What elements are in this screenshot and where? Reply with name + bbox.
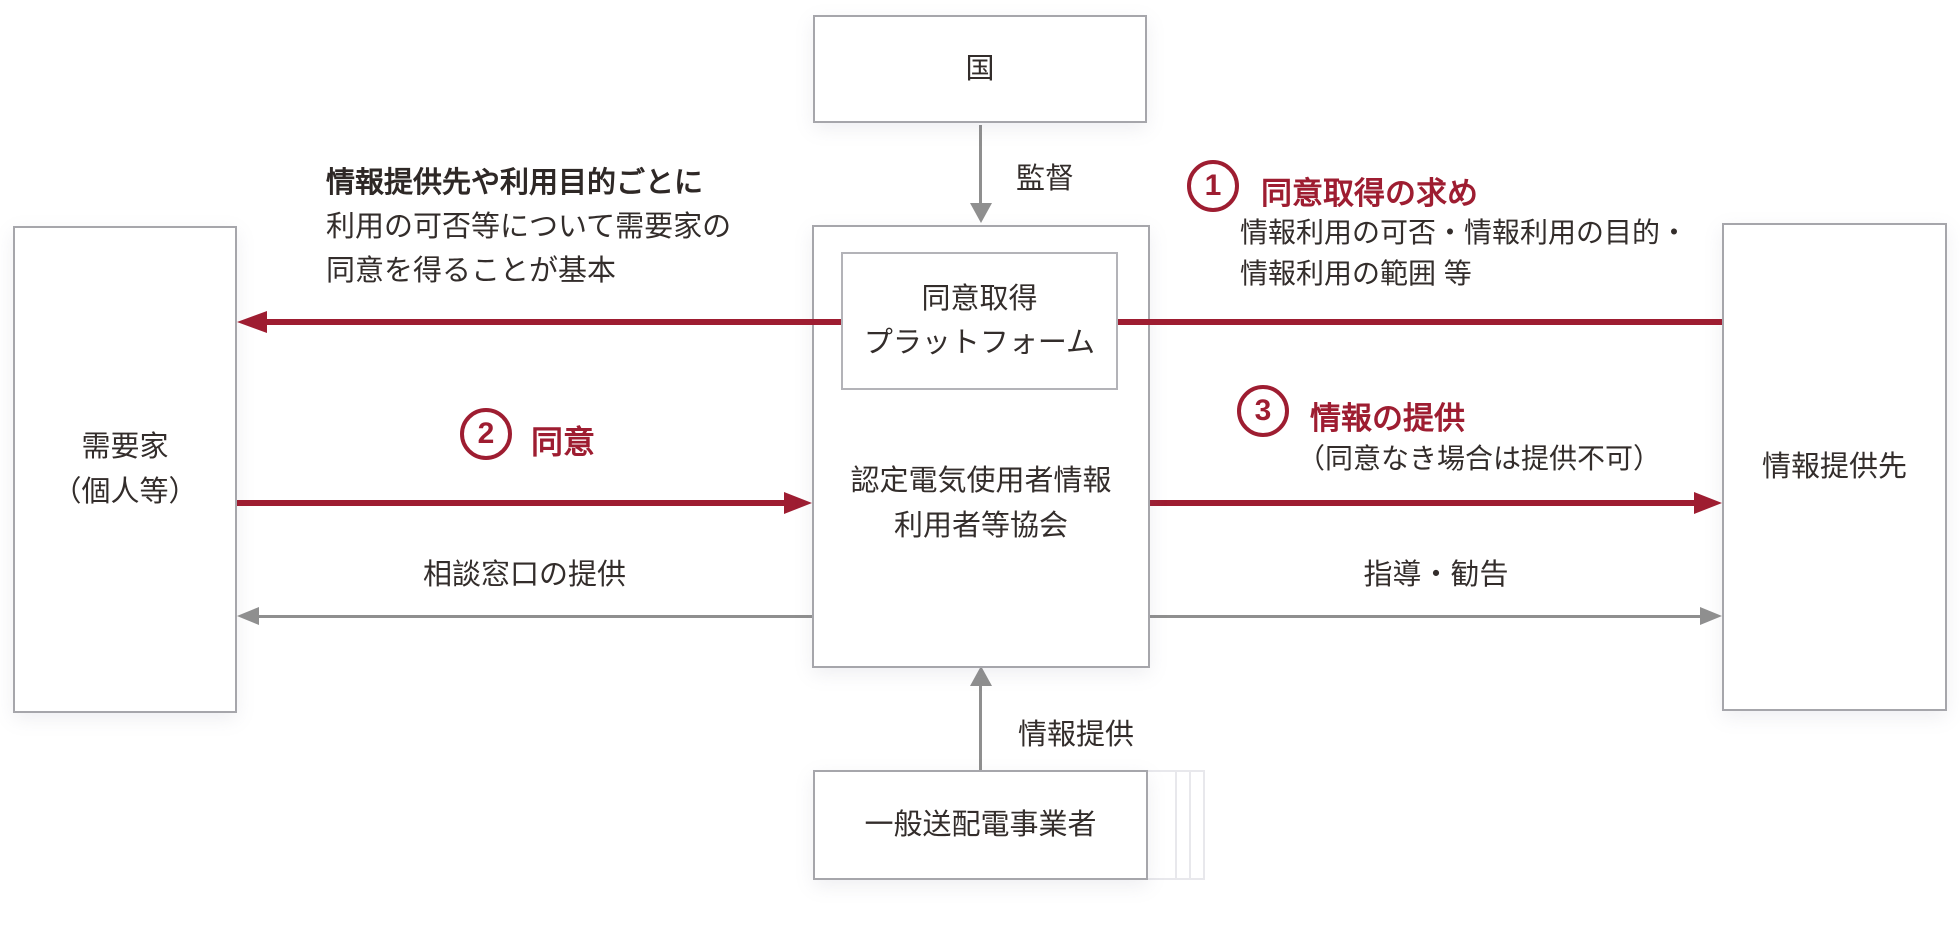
platform-box: 同意取得 プラットフォーム	[841, 252, 1118, 390]
step3-number: 3	[1254, 394, 1272, 427]
supervision-label: 監督	[1016, 163, 1075, 195]
step3-title: 情報の提供	[1310, 401, 1465, 436]
platform-label-line1: 同意取得	[921, 283, 1038, 315]
step1-number-badge: 1	[1187, 160, 1239, 212]
association-name-line2: 利用者等協会	[893, 510, 1068, 542]
arrow-right-icon	[784, 492, 812, 514]
consumer-label-line1: 需要家	[81, 430, 169, 463]
consultation-label: 相談窓口の提供	[422, 559, 626, 591]
arrow-left-icon	[237, 607, 259, 625]
step1-title: 同意取得の求め	[1261, 176, 1478, 211]
supervision-arrow-line	[979, 125, 982, 205]
government-label: 国	[965, 52, 995, 85]
step2-title: 同意	[531, 424, 596, 460]
step2-number: 2	[477, 417, 495, 450]
step1-detail-line1: 情報利用の可否・情報利用の目的・	[1240, 217, 1689, 248]
consent-arrow-line	[237, 500, 788, 506]
arrow-right-icon	[1694, 492, 1722, 514]
association-name-line1: 認定電気使用者情報	[850, 465, 1112, 497]
recipient-label: 情報提供先	[1761, 450, 1907, 483]
arrow-down-icon	[970, 203, 992, 223]
guidance-arrow-line	[1150, 615, 1702, 618]
step3-detail: （同意なき場合は提供不可）	[1297, 443, 1662, 474]
step2-number-badge: 2	[460, 408, 512, 460]
info-provision-label: 情報提供	[1018, 719, 1135, 751]
consent-principle-line1: 情報提供先や利用目的ごとに	[326, 167, 704, 199]
consent-principle-line2: 利用の可否等について需要家の	[326, 211, 732, 243]
info-provision-arrow-line	[1150, 500, 1696, 506]
consumer-box: 需要家 （個人等）	[13, 226, 237, 713]
arrow-up-icon	[970, 666, 992, 686]
consultation-arrow-line	[256, 615, 812, 618]
consent-principle-line3: 同意を得ることが基本	[326, 255, 617, 287]
arrow-left-icon	[237, 311, 267, 333]
consumer-label-line2: （個人等）	[52, 475, 198, 508]
government-box: 国	[813, 15, 1147, 123]
step3-number-badge: 3	[1237, 385, 1289, 437]
recipient-box: 情報提供先	[1722, 223, 1947, 711]
step1-detail-line2: 情報利用の範囲 等	[1240, 258, 1472, 289]
platform-label-line2: プラットフォーム	[863, 327, 1096, 359]
consent-principle-note: 情報提供先や利用目的ごとに 利用の可否等について需要家の 同意を得ることが基本	[326, 161, 731, 293]
info-provision-up-arrow-line	[979, 686, 982, 770]
step1-detail: 情報利用の可否・情報利用の目的・ 情報利用の範囲 等	[1240, 212, 1688, 294]
utility-box: 一般送配電事業者	[813, 770, 1148, 880]
guidance-label: 指導・勧告	[1363, 559, 1509, 591]
arrow-right-icon	[1700, 607, 1722, 625]
association-name: 認定電気使用者情報 利用者等協会	[812, 459, 1150, 549]
step1-number: 1	[1204, 169, 1222, 202]
utility-label: 一般送配電事業者	[864, 808, 1097, 841]
